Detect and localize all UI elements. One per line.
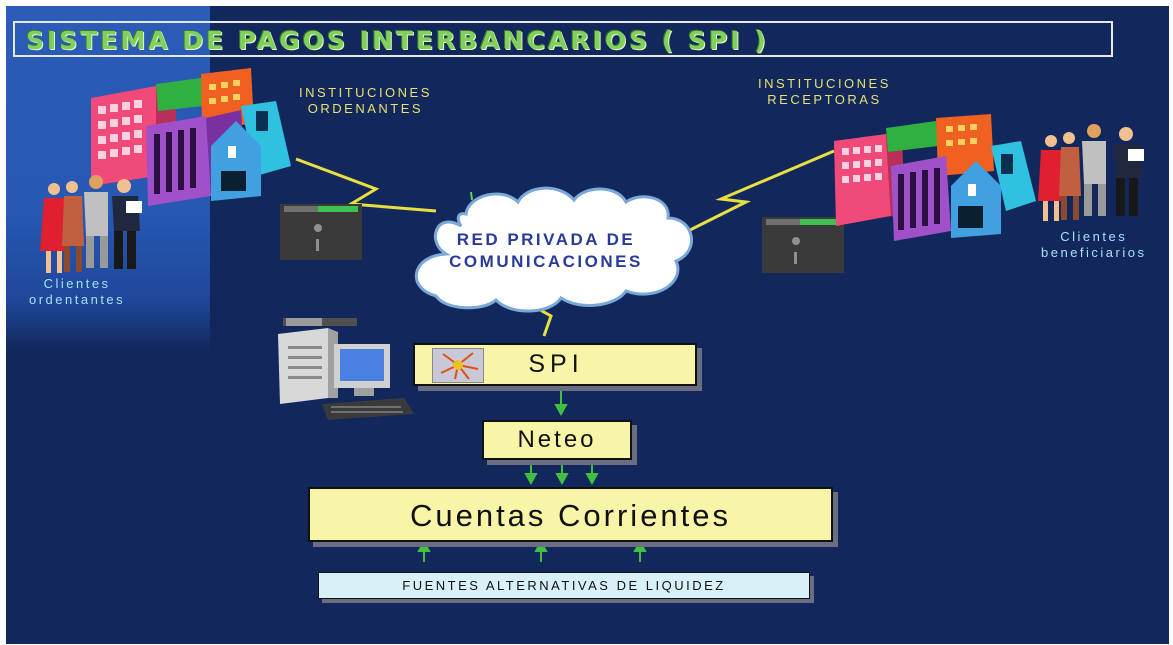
label-clientes-beneficiarios: Clientes beneficiarios xyxy=(1041,229,1147,260)
arrow-up-icon xyxy=(633,539,647,562)
cloud-icon xyxy=(414,186,693,313)
label-instituciones-receptoras: INSTITUCIONES RECEPTORAS xyxy=(758,76,891,107)
fuentes-label: FUENTES ALTERNATIVAS DE LIQUIDEZ xyxy=(402,578,726,593)
link-network-to-right-institutions xyxy=(685,149,835,234)
people-group-icon xyxy=(1038,124,1144,221)
people-group-icon xyxy=(40,175,142,273)
arrow-down-icon xyxy=(555,460,569,486)
cuentas-corrientes-box xyxy=(308,487,833,542)
spi-logo-icon xyxy=(432,348,484,383)
label-instituciones-ordenantes: INSTITUCIONES ORDENANTES xyxy=(299,85,432,116)
terminal-icon xyxy=(280,204,362,260)
network-label: RED PRIVADA DE COMUNICACIONES xyxy=(449,230,643,271)
link-left-institutions-to-network xyxy=(295,157,437,213)
neteo-label: Neteo xyxy=(517,426,597,453)
arrow-down-icon xyxy=(524,460,538,486)
arrow-down-icon xyxy=(554,389,568,417)
arrow-down-icon xyxy=(585,460,599,486)
building-cluster-icon xyxy=(91,68,291,206)
title-frame xyxy=(13,21,1113,57)
neteo-box xyxy=(482,420,632,460)
label-clientes-ordenantes: Clientes ordentantes xyxy=(29,276,126,307)
building-cluster-icon xyxy=(834,114,1036,241)
diagram-title: SISTEMA DE PAGOS INTERBANCARIOS ( SPI ) xyxy=(26,26,769,55)
arrow-up-icon xyxy=(534,539,548,562)
fuentes-box xyxy=(318,572,810,599)
terminal-icon xyxy=(762,217,844,273)
cuentas-corrientes-label: Cuentas Corrientes xyxy=(409,498,732,533)
arrow-up-icon xyxy=(417,539,431,562)
diagram-graphics xyxy=(40,68,1144,562)
slide-canvas: SISTEMA DE PAGOS INTERBANCARIOS ( SPI ) xyxy=(6,6,1169,644)
computer-workstation-icon xyxy=(278,318,414,420)
spi-label: SPI xyxy=(528,350,584,378)
